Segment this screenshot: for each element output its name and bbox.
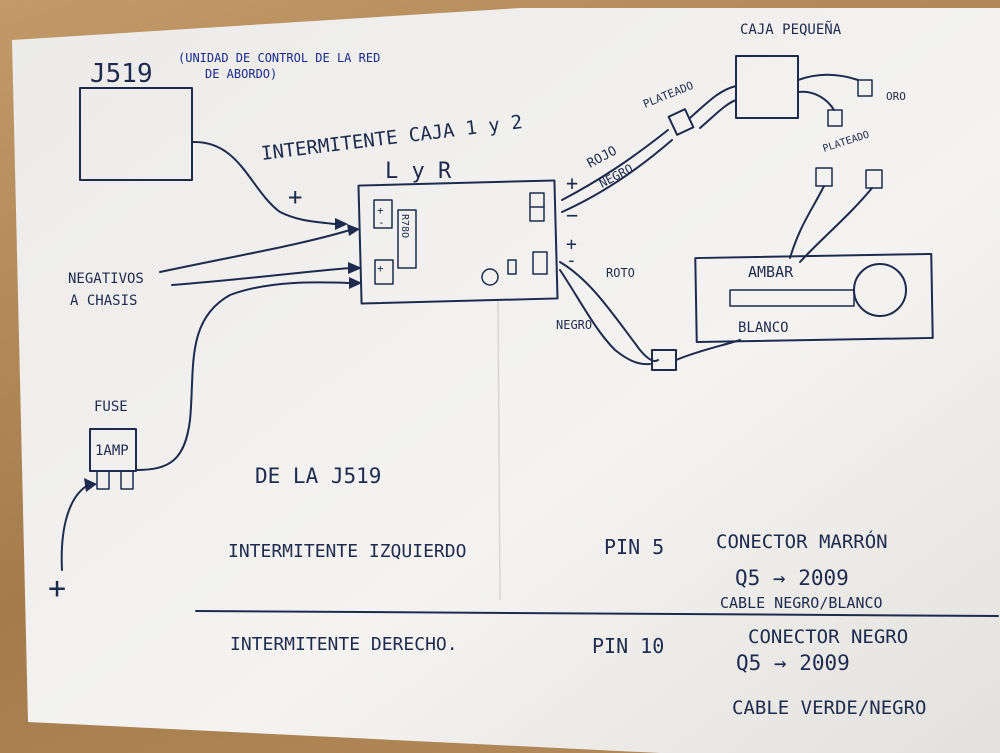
module-led	[481, 268, 499, 286]
j519-title: J519	[90, 59, 153, 89]
fuse-body	[89, 428, 137, 472]
negativos-label: NEGATIVOS	[68, 271, 144, 287]
izquierdo-pin: PIN 5	[604, 535, 664, 559]
oro-connector-2	[827, 109, 843, 127]
wire-negro-bottom	[559, 269, 651, 366]
plus-output-bottom: +	[566, 234, 577, 255]
module-lower-terminal	[374, 259, 394, 285]
j519-desc-line1: (UNIDAD DE CONTROL DE LA RED	[178, 51, 380, 65]
arrow-negativo-2	[348, 262, 362, 274]
derecho-conector: CONECTOR NEGRO	[748, 626, 908, 648]
module-plus-mark: +	[377, 204, 384, 217]
module-minus-mark: -	[378, 216, 385, 229]
minus-output-bottom: -	[566, 250, 577, 271]
oro-label: ORO	[886, 90, 906, 103]
wire-fuse-to-module	[135, 281, 351, 471]
roto-label: ROTO	[606, 266, 635, 280]
module-lower-plus: +	[377, 262, 384, 275]
plus-j519: +	[288, 183, 302, 211]
derecho-name: INTERMITENTE DERECHO.	[230, 634, 458, 655]
wire-caja-oro-1	[797, 73, 859, 81]
module-plus-terminal	[373, 199, 393, 229]
izquierdo-model: Q5 → 2009	[735, 566, 849, 590]
izquierdo-name: INTERMITENTE IZQUIERDO	[228, 541, 466, 562]
arrow-negativo-1	[347, 224, 360, 236]
module-output-terminal-bottom	[532, 251, 548, 275]
wire-bottom-connector-to-lamp	[675, 339, 741, 361]
caja-pequena-label: CAJA PEQUEÑA	[740, 21, 842, 38]
paper-fold	[497, 299, 501, 601]
wire-roto	[559, 261, 659, 362]
wire-rojo	[561, 129, 669, 201]
wire-plateado-a-to-lamp	[789, 185, 825, 259]
chasis-label: A CHASIS	[70, 293, 137, 309]
fuse-label: FUSE	[94, 399, 128, 415]
ambar-label: AMBAR	[748, 263, 794, 281]
paper	[12, 8, 1000, 753]
intermitente-module	[357, 179, 559, 305]
wire-negro	[561, 139, 673, 213]
relay-block	[397, 209, 417, 269]
plus-output-top: +	[566, 171, 578, 195]
izquierdo-cable: CABLE NEGRO/BLANCO	[720, 594, 883, 612]
wire-plateado-to-caja	[689, 85, 737, 119]
j519-desc-line2: DE ABORDO)	[205, 67, 277, 81]
arrow-j519	[335, 218, 348, 230]
wire-plateado-b-to-lamp	[799, 187, 873, 263]
wire-plus-to-fuse	[60, 483, 91, 571]
derecho-pin: PIN 10	[592, 634, 664, 658]
lamp-housing	[694, 252, 934, 344]
derecho-model: Q5 → 2009	[736, 651, 850, 675]
arrow-plus-fuse	[84, 478, 97, 492]
lamp-strip	[729, 289, 855, 307]
negro-label-2: NEGRO	[556, 318, 592, 332]
wire-negativo-1	[159, 229, 351, 273]
heading-l-y-r: L y R	[385, 159, 452, 184]
wire-negativo-2	[171, 267, 351, 286]
derecho-cable: CABLE VERDE/NEGRO	[732, 697, 926, 719]
arrow-fuse	[349, 277, 362, 289]
fuse-leg-left	[96, 470, 110, 490]
j519-box	[79, 87, 193, 181]
fuse-rating: 1AMP	[95, 443, 129, 459]
lamp-bulb	[853, 263, 907, 317]
oro-connector	[857, 79, 873, 97]
plateado-connector-b	[865, 169, 883, 189]
wire-caja-to-plateado	[699, 99, 737, 129]
izquierdo-conector: CONECTOR MARRÓN	[716, 529, 888, 553]
blanco-label: BLANCO	[738, 320, 789, 336]
fuse-leg-right	[120, 470, 134, 490]
de-la-j519: DE LA J519	[255, 464, 381, 488]
module-small-terminal	[507, 259, 517, 275]
plus-bottom: +	[48, 571, 66, 606]
relay-label: R78O	[399, 214, 410, 238]
notes-divider	[195, 610, 999, 617]
wire-j519-to-module	[191, 140, 336, 225]
wire-caja-oro-2	[797, 90, 835, 111]
